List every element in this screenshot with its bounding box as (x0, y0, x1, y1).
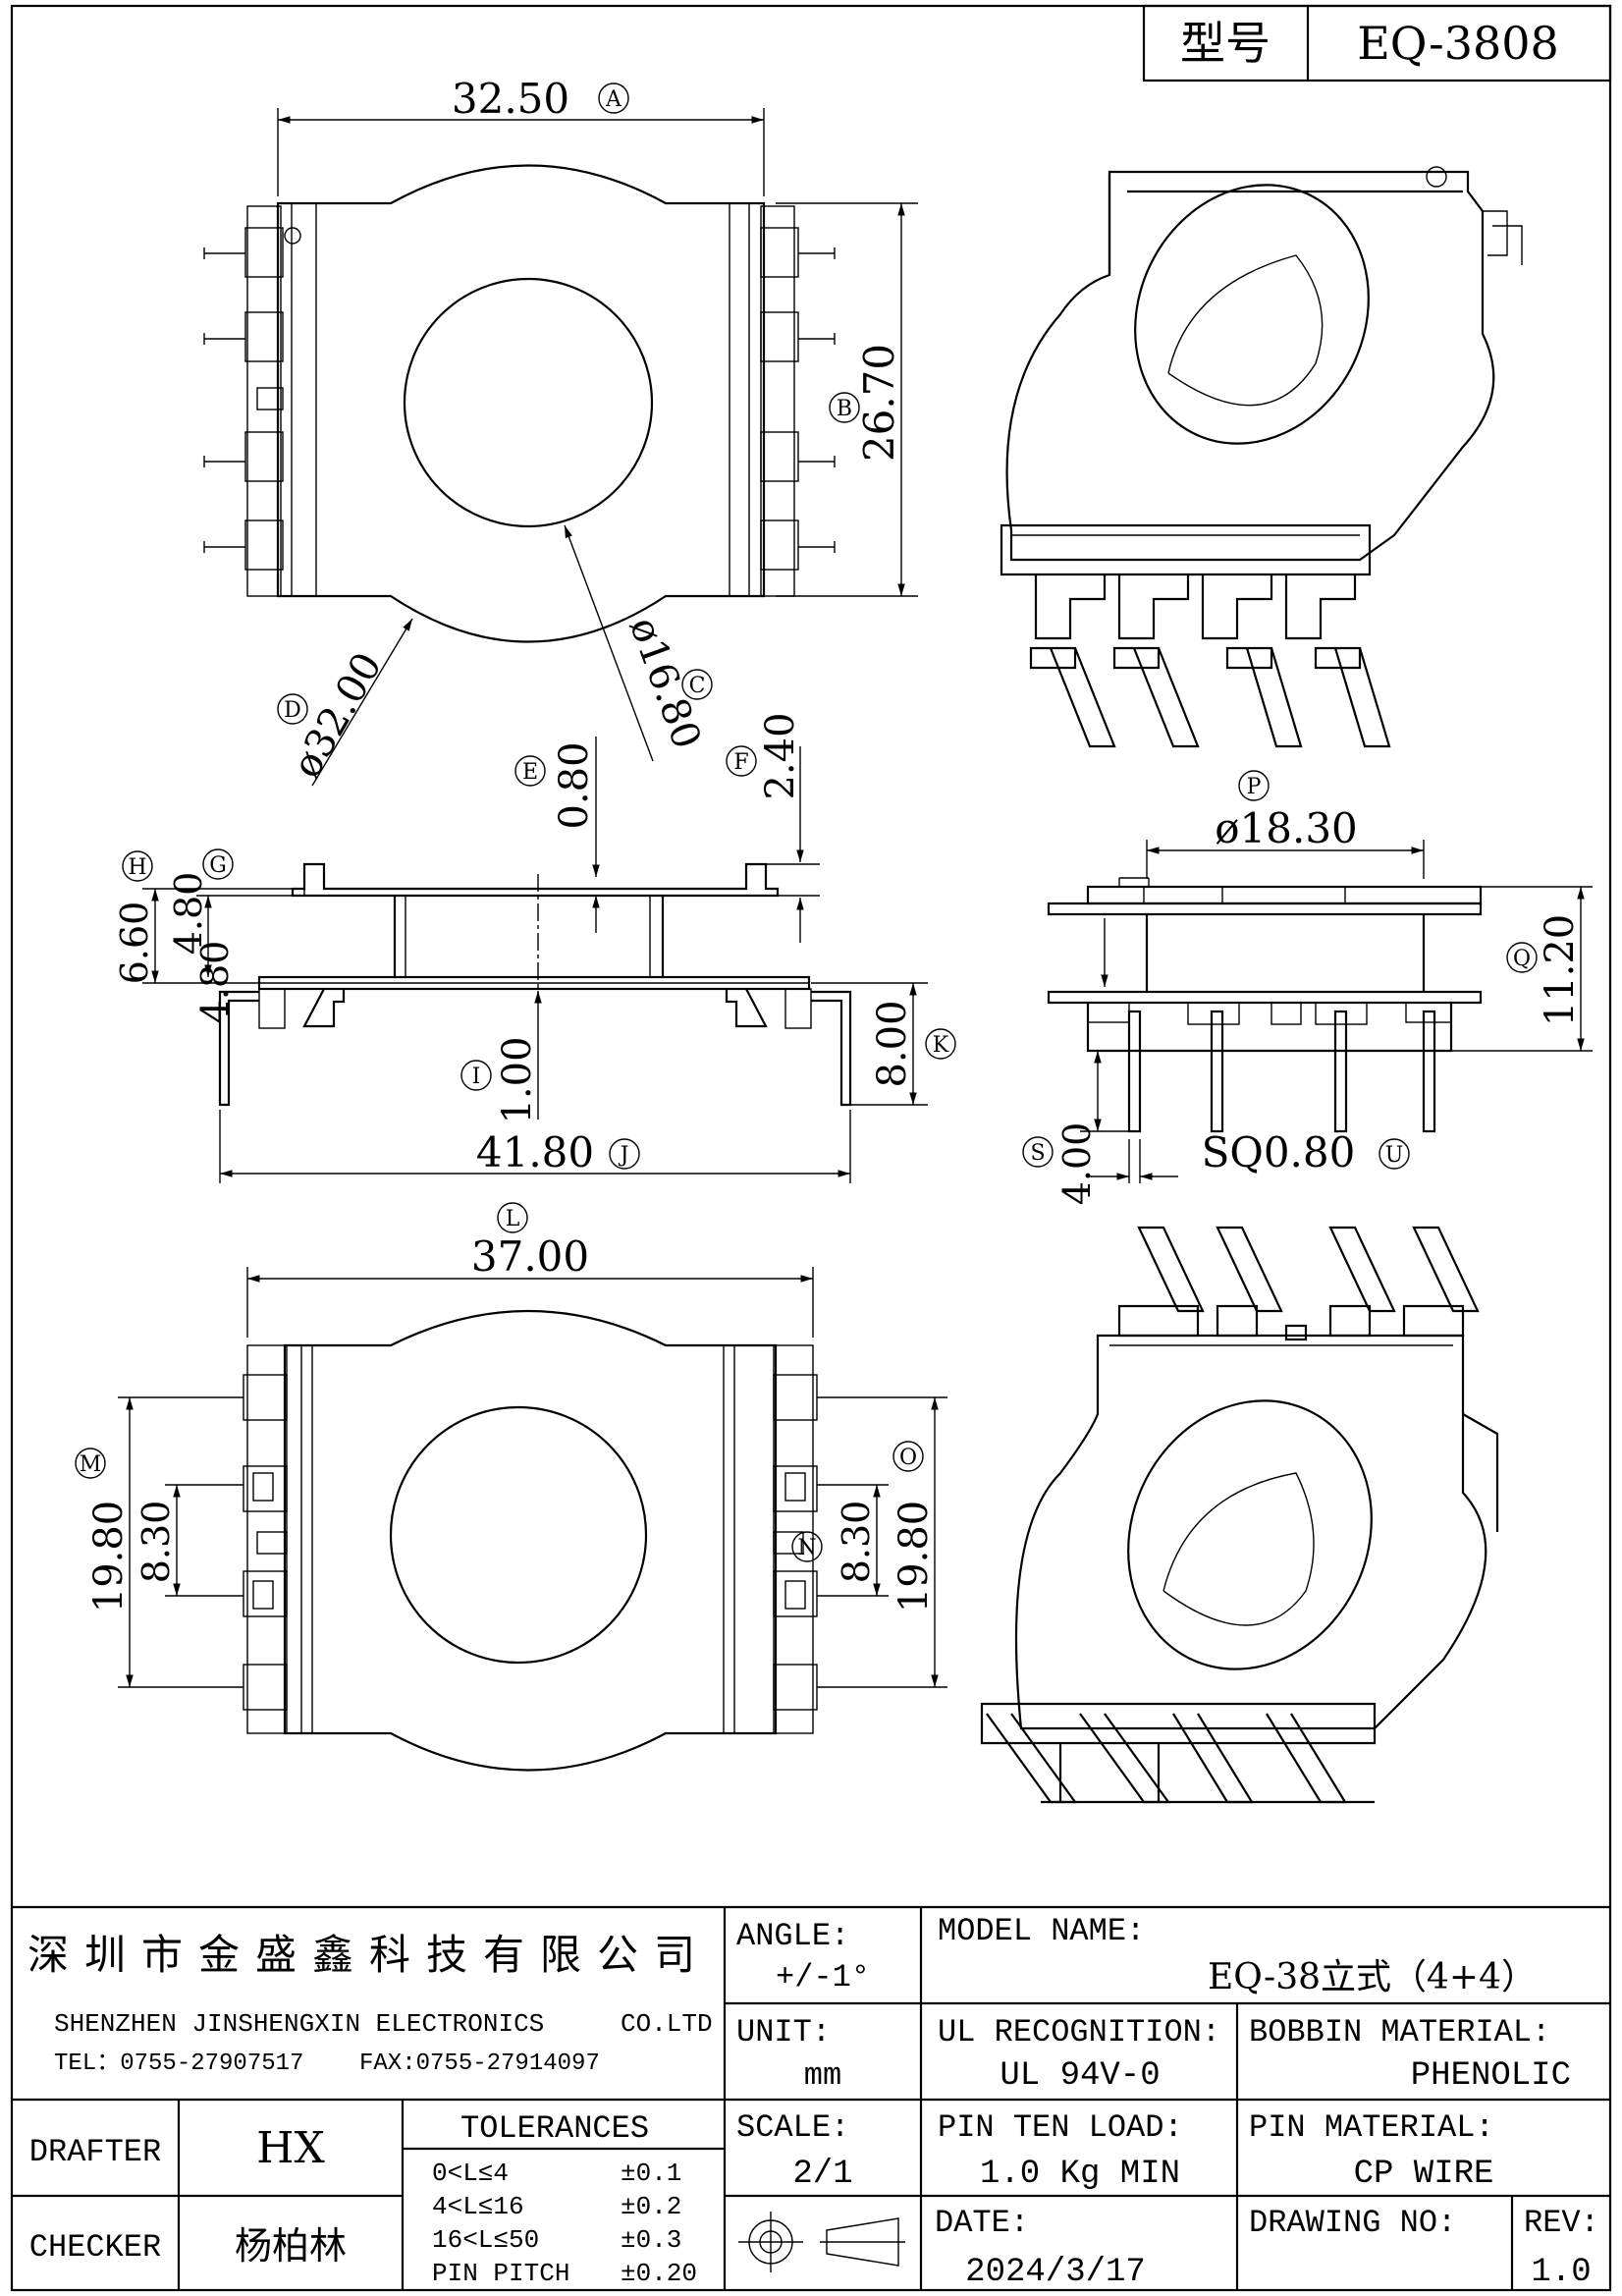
dim-n-left-value: 8.30 (135, 1501, 178, 1584)
bobbin-value: PHENOLIC (1411, 2057, 1571, 2095)
tolerance-range-4: PIN PITCH (432, 2259, 569, 2288)
tolerance-value-4: ±0.20 (621, 2259, 697, 2288)
dim-b-value: 26.70 (855, 344, 903, 462)
title-block: 深圳市金盛鑫科技有限公司 SHENZHEN JINSHENGXIN ELECTR… (12, 1905, 1610, 2291)
ul-label: UL RECOGNITION: (938, 2014, 1220, 2050)
angle-value: +/-1° (776, 1959, 870, 1995)
dim-u-letter: U (1385, 1143, 1404, 1168)
dim-f-letter: F (733, 750, 748, 775)
drafter-label: DRAFTER (29, 2134, 161, 2170)
tolerance-value-1: ±0.1 (621, 2159, 681, 2188)
unit-label: UNIT: (736, 2014, 831, 2050)
isometric-view-bottom (980, 1226, 1499, 1804)
dim-j-value: 41.80 (476, 1128, 594, 1176)
date-value: 2024/3/17 (965, 2254, 1146, 2291)
dim-g-secondary: 4.80 (193, 941, 237, 1024)
tolerance-range-1: 0<L≤4 (432, 2159, 509, 2188)
company-fax: FAX:0755-27914097 (359, 2050, 600, 2077)
checker-label: CHECKER (29, 2229, 161, 2266)
side-view: ø18.30 P 11.20 Q 4.00 S SQ0.80 U (1022, 770, 1593, 1206)
company-name-en: SHENZHEN JINSHENGXIN ELECTRONICS (54, 2009, 544, 2039)
dim-q-value: 11.20 (1538, 914, 1583, 1027)
dim-j-letter: J (619, 1143, 629, 1168)
dim-c-letter: C (689, 674, 706, 698)
top-view: 32.50 A 26.70 B ø16.80 C ø32.00 D (203, 75, 918, 787)
bottom-view: 37.00 L 19.80 M 8.30 8.30 N 19.80 O (75, 1202, 947, 1772)
dim-o-letter: O (899, 1446, 917, 1470)
tolerances-label: TOLERANCES (460, 2110, 649, 2147)
model-name-label: MODEL NAME: (938, 1913, 1145, 1949)
sheet-border (10, 4, 1612, 2292)
dim-l-letter: L (506, 1207, 520, 1231)
scale-value: 2/1 (792, 2156, 852, 2193)
dim-k-value: 8.00 (870, 1000, 915, 1087)
dim-e-value: 0.80 (552, 741, 597, 829)
tolerance-value-3: ±0.3 (621, 2225, 681, 2255)
model-label: 型号 (1180, 17, 1271, 70)
dim-p-value: ø18.30 (1215, 804, 1358, 852)
tolerance-range-2: 4<L≤16 (432, 2192, 524, 2221)
dim-g-value: 4.80 (167, 872, 210, 956)
pin-load-value: 1.0 Kg MIN (980, 2156, 1180, 2193)
dim-m-letter: M (80, 1452, 102, 1477)
dim-u-value: SQ0.80 (1202, 1128, 1356, 1176)
pin-load-label: PIN TEN LOAD: (938, 2109, 1183, 2146)
company-tel: TEL：0755-27907517 (54, 2050, 303, 2077)
dim-m-value: 19.80 (86, 1501, 132, 1613)
isometric-view-top (1000, 166, 1523, 748)
dim-a-letter: A (605, 87, 622, 112)
dim-n-letter: N (797, 1536, 816, 1560)
dim-g-letter: G (209, 853, 227, 878)
dim-f-value: 2.40 (758, 712, 803, 799)
dim-l-value: 37.00 (471, 1232, 589, 1281)
dim-b-letter: B (837, 397, 852, 421)
drafter-value: HX (256, 2123, 325, 2173)
angle-label: ANGLE: (736, 1918, 849, 1954)
model-header: 型号 EQ-3808 (1142, 4, 1612, 82)
dim-d-letter: D (284, 698, 301, 723)
bobbin-label: BOBBIN MATERIAL: (1249, 2014, 1550, 2050)
rev-label: REV: (1524, 2205, 1599, 2241)
date-label: DATE: (935, 2205, 1029, 2241)
dim-i-letter: I (472, 1065, 481, 1089)
company-name-suffix: CO.LTD (621, 2009, 713, 2039)
dim-h-letter: H (128, 855, 146, 880)
scale-label: SCALE: (736, 2109, 849, 2146)
dim-p-letter: P (1247, 775, 1262, 799)
model-value: EQ-3808 (1357, 17, 1559, 70)
pin-material-label: PIN MATERIAL: (1249, 2109, 1494, 2146)
dim-s-letter: S (1030, 1141, 1045, 1166)
dim-h-value: 6.60 (113, 902, 156, 985)
dim-o-value: 19.80 (892, 1501, 937, 1613)
dim-n-value: 8.30 (835, 1501, 878, 1584)
dim-k-letter: K (933, 1033, 949, 1058)
rev-value: 1.0 (1531, 2254, 1591, 2291)
model-name-value: EQ-38立式（4+4） (1208, 1957, 1537, 1997)
tolerance-value-2: ±0.2 (621, 2192, 681, 2221)
dim-i-value: 1.00 (495, 1036, 540, 1123)
front-view: 0.80 E 2.40 F 6.60 H 4.80 G 4.80 1.00 I (113, 712, 956, 1183)
unit-value: mm (804, 2057, 841, 2094)
checker-value: 杨柏林 (235, 2224, 347, 2268)
dim-s-value: 4.00 (1055, 1122, 1099, 1206)
projection-symbol (738, 2212, 905, 2272)
tolerance-range-3: 16<L≤50 (432, 2225, 539, 2255)
drawing-no-label: DRAWING NO: (1249, 2205, 1456, 2241)
dim-a-value: 32.50 (452, 75, 569, 123)
dim-q-letter: Q (1513, 947, 1531, 971)
dim-e-letter: E (522, 760, 538, 785)
pin-material-value: CP WIRE (1354, 2156, 1494, 2193)
ul-value: UL 94V-0 (1000, 2057, 1160, 2095)
company-name-cn: 深圳市金盛鑫科技有限公司 (27, 1931, 711, 1979)
